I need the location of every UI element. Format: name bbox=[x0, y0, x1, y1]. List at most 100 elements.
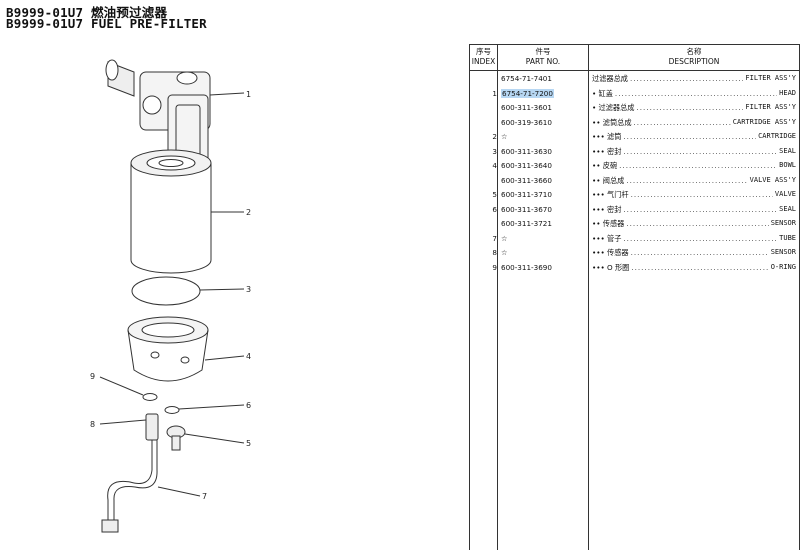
column-divider bbox=[497, 45, 498, 550]
row-description: •• 阀总成VALVE ASS'Y bbox=[592, 176, 796, 186]
header-part-no-cn: 件号 bbox=[535, 47, 551, 56]
leader-dots bbox=[631, 190, 773, 200]
row-description-cn: ••• 气门杆 bbox=[592, 190, 629, 199]
row-part-no[interactable]: ☆ bbox=[501, 248, 508, 257]
row-description: 过滤器总成 FILTER ASS'Y bbox=[592, 74, 796, 84]
callout-4: 4 bbox=[246, 352, 251, 361]
row-index: 5 bbox=[492, 190, 497, 199]
row-description-cn: ••• O 形圈 bbox=[592, 262, 630, 272]
row-part-no[interactable]: 600-311-3670 bbox=[501, 204, 552, 214]
row-description-cn: • 过滤器总成 bbox=[592, 103, 635, 112]
row-description: •• 滤筒总成 CARTRIDGE ASS'Y bbox=[592, 118, 796, 128]
table-row: 600-311-3601 • 过滤器总成 FILTER ASS'Y bbox=[470, 101, 799, 116]
part-valve-drawing bbox=[166, 425, 245, 451]
header-description-cn: 名称 bbox=[686, 47, 702, 56]
row-part-no[interactable]: 600-311-3601 bbox=[501, 103, 552, 112]
part-seal-drawing bbox=[131, 276, 201, 306]
leader-dots bbox=[630, 74, 743, 84]
column-divider bbox=[588, 45, 589, 550]
row-description-en: VALVE ASS'Y bbox=[749, 175, 796, 184]
row-description-en: FILTER ASS'Y bbox=[745, 103, 796, 111]
row-description-cn: •• 传感器 bbox=[592, 219, 625, 228]
leader-dots bbox=[623, 234, 777, 244]
callout-3: 3 bbox=[246, 285, 251, 294]
row-description-cn: ••• 管子 bbox=[592, 233, 622, 243]
table-row: 6754-71-7401 过滤器总成 FILTER ASS'Y bbox=[470, 72, 799, 87]
row-index: 7 bbox=[492, 233, 497, 243]
table-row: 9 600-311-3690 ••• O 形圈 O-RING bbox=[470, 261, 799, 276]
row-part-no[interactable]: 600-319-3610 bbox=[501, 117, 552, 127]
row-description-cn: •• 皮碗 bbox=[592, 161, 618, 170]
row-description-en: SENSOR bbox=[770, 219, 796, 227]
row-part-no[interactable]: ☆ bbox=[501, 233, 508, 243]
row-description-cn: ••• 滤筒 bbox=[592, 132, 622, 141]
table-row: 600-311-3660 •• 阀总成VALVE ASS'Y bbox=[470, 174, 799, 189]
header-description-en: DESCRIPTION bbox=[668, 57, 720, 66]
row-part-no[interactable]: 6754-71-7200 bbox=[501, 88, 554, 98]
page-title-cn: B9999-01U7 燃油预过滤器 bbox=[6, 5, 168, 20]
row-part-no[interactable]: 600-311-3690 bbox=[501, 262, 552, 272]
page-title-en: B9999-01U7 FUEL PRE-FILTER bbox=[6, 16, 207, 31]
leader-dots bbox=[623, 132, 756, 142]
row-description-en: CARTRIDGE bbox=[758, 132, 796, 140]
row-index: 2 bbox=[492, 132, 497, 141]
row-description-en: FILTER ASS'Y bbox=[745, 74, 796, 82]
table-row: 4 600-311-3640 •• 皮碗 BOWL bbox=[470, 159, 799, 174]
row-part-no[interactable]: 600-311-3721 bbox=[501, 219, 552, 228]
callout-2: 2 bbox=[246, 208, 251, 217]
row-description-cn: ••• 密封 bbox=[592, 204, 622, 214]
row-description: ••• 密封SEAL bbox=[592, 147, 796, 157]
header-part-no: 件号 PART NO. bbox=[498, 45, 588, 71]
table-row: 600-319-3610 •• 滤筒总成 CARTRIDGE ASS'Y bbox=[470, 116, 799, 131]
table-row: 6 600-311-3670 ••• 密封 SEAL bbox=[470, 203, 799, 218]
row-description-cn: ••• 传感器 bbox=[592, 248, 629, 257]
part-bowl-drawing bbox=[127, 316, 245, 382]
row-description-en: CARTRIDGE ASS'Y bbox=[732, 117, 796, 126]
row-description-en: O-RING bbox=[770, 262, 796, 271]
callout-5: 5 bbox=[246, 439, 251, 448]
row-part-no[interactable]: 600-311-3640 bbox=[501, 161, 552, 170]
row-description-en: SEAL bbox=[779, 204, 796, 213]
part-tube-drawing bbox=[101, 469, 201, 533]
leader-dots bbox=[626, 219, 768, 229]
row-part-no[interactable]: 600-311-3630 bbox=[501, 146, 552, 156]
part-sensor-drawing bbox=[99, 413, 159, 470]
leader-dots bbox=[631, 263, 768, 273]
row-description-cn: •• 滤筒总成 bbox=[592, 117, 632, 127]
part-cartridge-drawing bbox=[130, 149, 244, 274]
header-index-en: INDEX bbox=[471, 57, 496, 66]
row-part-no[interactable]: 600-311-3660 bbox=[501, 175, 552, 185]
leader-dots bbox=[615, 89, 777, 99]
row-description-en: SEAL bbox=[779, 146, 796, 155]
row-description: ••• 管子 TUBE bbox=[592, 234, 796, 244]
row-description-en: TUBE bbox=[779, 233, 796, 242]
row-part-no[interactable]: 600-311-3710 bbox=[501, 190, 552, 199]
row-description: •• 传感器 SENSOR bbox=[592, 219, 796, 229]
row-description: ••• 气门杆 VALVE bbox=[592, 190, 796, 200]
callout-6: 6 bbox=[246, 401, 251, 410]
table-row: 7 ☆ ••• 管子 TUBE bbox=[470, 232, 799, 247]
row-description-en: BOWL bbox=[779, 161, 796, 169]
header-index: 序号 INDEX bbox=[470, 45, 497, 71]
row-description-en: SENSOR bbox=[770, 248, 796, 256]
leader-dots bbox=[623, 147, 777, 157]
header-description: 名称 DESCRIPTION bbox=[589, 45, 799, 71]
leader-dots bbox=[623, 205, 777, 215]
row-description: ••• O 形圈 O-RING bbox=[592, 263, 796, 273]
row-index: 4 bbox=[492, 161, 497, 170]
row-description-cn: • 缸盖 bbox=[592, 88, 613, 98]
exploded-parts-diagram: 1 2 3 4 9 6 8 5 7 bbox=[90, 59, 251, 533]
callout-8: 8 bbox=[90, 420, 95, 429]
row-part-no[interactable]: ☆ bbox=[501, 132, 508, 141]
leader-dots bbox=[631, 248, 769, 258]
part-head-drawing bbox=[105, 59, 245, 171]
row-description-en: VALVE bbox=[774, 190, 796, 198]
callout-7: 7 bbox=[202, 492, 207, 501]
row-index: 9 bbox=[492, 262, 497, 272]
row-description-cn: 过滤器总成 bbox=[592, 74, 628, 83]
row-part-no[interactable]: 6754-71-7401 bbox=[501, 74, 552, 83]
row-index: 6 bbox=[492, 204, 497, 214]
table-row: 600-311-3721 •• 传感器 SENSOR bbox=[470, 217, 799, 232]
